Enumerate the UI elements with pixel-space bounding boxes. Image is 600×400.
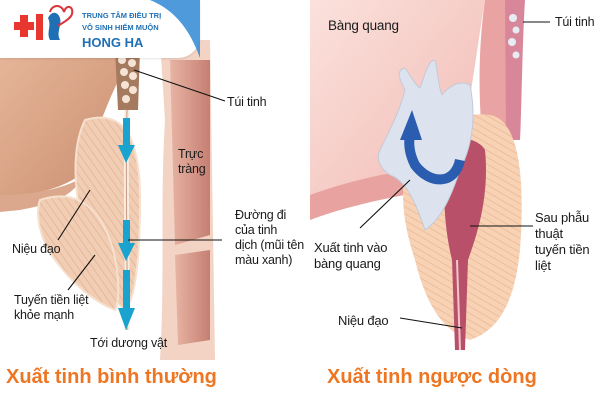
logo-brand-name: HONG HA — [82, 35, 144, 50]
retrograde-arrow-head — [400, 110, 422, 140]
label-rectum-line1: Trực — [178, 147, 204, 161]
normal-ejaculation-diagram: Túi tinh Trực tràng Đường đi của tinh dị… — [0, 0, 305, 360]
logo-line1: TRUNG TÂM ĐIỀU TRỊ — [82, 11, 162, 20]
label-seminal-vesicle-right: Túi tinh — [555, 15, 595, 29]
logo-mark-icon — [14, 0, 200, 58]
label-urethra: Niệu đạo — [12, 242, 61, 256]
label-post-prostate-surgery-line1: Sau phẫu — [535, 210, 590, 225]
caption-normal-ejaculation: Xuất tinh bình thường — [6, 366, 217, 388]
label-to-penis: Tới dương vật — [90, 336, 168, 350]
label-healthy-prostate-line1: Tuyến tiền liệt — [14, 293, 89, 307]
label-post-prostate-surgery-line4: liệt — [535, 258, 551, 273]
label-seminal-vesicle: Túi tinh — [227, 95, 267, 109]
label-semen-path-line4: màu xanh) — [235, 253, 293, 267]
label-rectum-line2: tràng — [178, 162, 206, 176]
retrograde-anatomy-illustration — [310, 0, 550, 351]
caption-retrograde-ejaculation: Xuất tinh ngược dòng — [327, 366, 537, 388]
label-semen-path-line2: của tinh — [235, 223, 278, 237]
label-post-prostate-surgery-line2: thuật — [535, 226, 563, 241]
semen-path-arrows — [118, 118, 135, 330]
label-bladder: Bàng quang — [328, 18, 399, 33]
label-ejaculation-into-bladder-line2: bàng quang — [314, 256, 381, 271]
label-ejaculation-into-bladder-line1: Xuất tinh vào — [314, 240, 388, 255]
label-urethra-right: Niệu đạo — [338, 313, 389, 328]
logo-line2: VÔ SINH HIẾM MUỘN — [82, 23, 159, 32]
retrograde-ejaculation-diagram: Bàng quang Túi tinh Sau phẫu thuật tuyến… — [310, 0, 600, 360]
label-semen-path-line1: Đường đi — [235, 208, 287, 222]
label-post-prostate-surgery-line3: tuyến tiền — [535, 242, 590, 257]
label-semen-path-line3: dịch (mũi tên — [235, 238, 304, 252]
label-healthy-prostate-line2: khỏe mạnh — [14, 308, 75, 322]
normal-anatomy-illustration — [0, 40, 226, 360]
hong-ha-logo: TRUNG TÂM ĐIỀU TRỊ VÔ SINH HIẾM MUỘN HON… — [0, 0, 200, 58]
